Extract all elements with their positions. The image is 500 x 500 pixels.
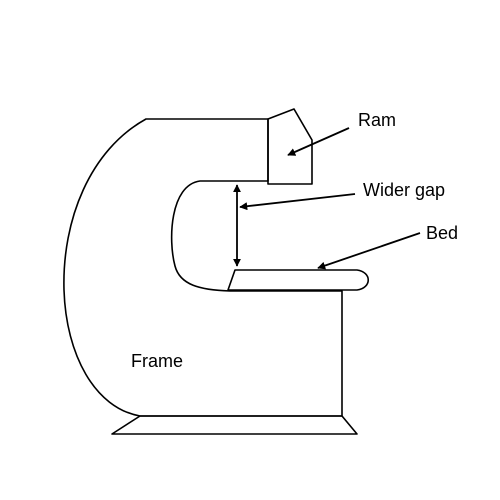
ram-pointer-arrow	[287, 127, 350, 156]
frame-body	[63, 118, 343, 417]
wider-gap-label: Wider gap	[363, 180, 445, 200]
ram-label: Ram	[358, 110, 396, 130]
gap-pointer-arrow	[239, 193, 356, 211]
bed-label: Bed	[426, 223, 458, 243]
frame-label: Frame	[131, 351, 183, 371]
ram-block	[267, 108, 313, 185]
base-plate	[111, 415, 358, 435]
bed-table	[227, 269, 370, 291]
bed-pointer-arrow	[317, 232, 421, 270]
